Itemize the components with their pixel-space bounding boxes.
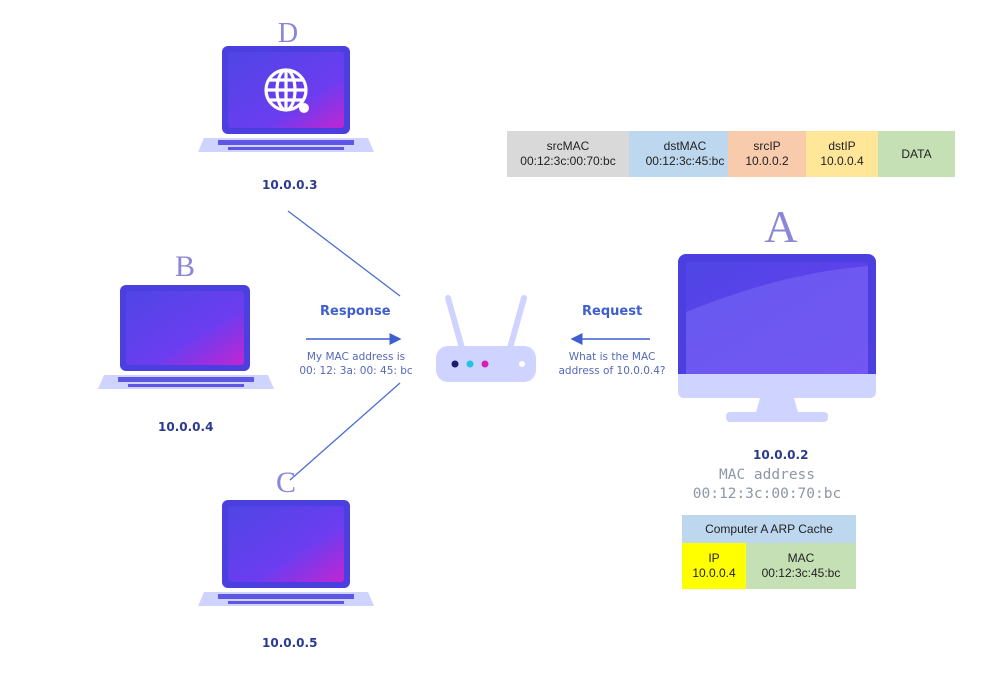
packet-field-srcip: srcIP 10.0.0.2 [728,131,806,177]
packet-field-name: dstIP [828,139,856,153]
router-led-cyan [466,360,474,368]
request-text: What is the MAC address of 10.0.0.4? [556,350,668,378]
arp-cache-ip-header: IP [708,551,720,565]
desktop-a[interactable] [676,252,878,428]
node-b-ip: 10.0.0.4 [158,420,214,434]
laptop-d[interactable] [198,44,376,160]
node-b-letter: B [174,250,195,283]
response-line-1: My MAC address is [306,351,406,363]
packet-field-value: 00:12:3c:45:bc [645,154,725,168]
router-led-white [519,361,525,367]
response-text: My MAC address is 00: 12: 3a: 00: 45: bc [294,350,418,378]
node-c-letter: C [275,466,296,499]
node-a-mac-value: 00:12:3c:00:70:bc [692,486,842,502]
router-led-magenta [481,360,489,368]
link-d-router [287,210,401,297]
router[interactable] [430,290,542,386]
arp-cache-mac-value: 00:12:3c:45:bc [761,566,841,580]
packet-field-value: 10.0.0.2 [745,154,789,168]
arp-cache-title: Computer A ARP Cache [682,515,856,543]
request-title: Request [582,304,643,319]
node-a-letter: A [764,201,798,252]
node-c-ip: 10.0.0.5 [262,636,318,650]
packet-field-name: srcIP [753,139,781,153]
arp-cache-ip-cell: IP 10.0.0.4 [682,543,746,589]
packet-field-data: DATA [878,131,955,177]
node-d-letter: D [277,18,299,49]
response-line-2: 00: 12: 3a: 00: 45: bc [299,365,413,377]
laptop-c[interactable] [198,498,376,610]
request-line-1: What is the MAC [568,351,656,363]
node-d-ip: 10.0.0.3 [262,178,318,192]
arp-cache-ip-value: 10.0.0.4 [692,566,736,580]
packet-field-srcmac: srcMAC 00:12:3c:00:70:bc [507,131,629,177]
router-led-navy [451,360,459,368]
link-c-router [289,382,401,481]
arp-cache-mac-header: MAC [787,551,815,565]
arp-cache-mac-cell: MAC 00:12:3c:45:bc [746,543,856,589]
packet-field-name: srcMAC [546,139,590,153]
packet-field-name: dstMAC [663,139,707,153]
arp-cache-title-text: Computer A ARP Cache [705,521,833,536]
response-title: Response [320,304,391,319]
packet-field-value: 00:12:3c:00:70:bc [520,154,616,168]
laptop-b[interactable] [98,283,276,393]
packet-field-value: 10.0.0.4 [820,154,864,168]
node-a-mac-title: MAC address [718,467,816,483]
node-a-ip: 10.0.0.2 [753,448,809,462]
packet-field-name: DATA [901,146,932,161]
globe-icon [264,68,308,112]
packet-field-dstmac: dstMAC 00:12:3c:45:bc [629,131,741,177]
packet-field-dstip: dstIP 10.0.0.4 [806,131,878,177]
request-line-2: address of 10.0.0.4? [558,365,666,377]
